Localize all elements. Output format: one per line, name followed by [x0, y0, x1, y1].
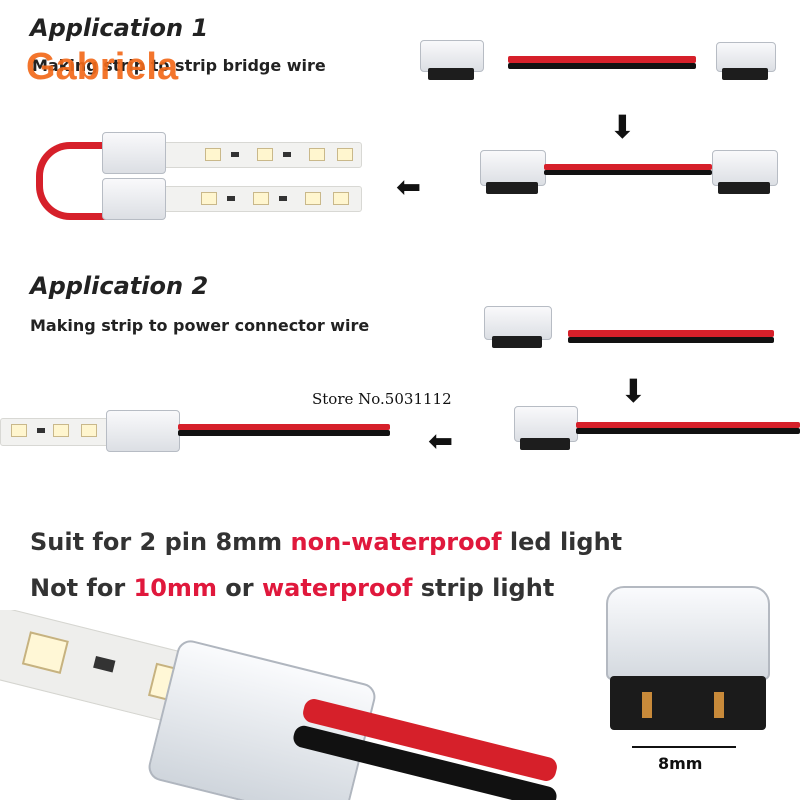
dimension-label: 8mm — [658, 754, 703, 773]
bridged-strips — [30, 128, 362, 228]
application-1-subtitle: Making strip to strip bridge wire — [32, 56, 326, 75]
watermark-logo: Gabriela — [26, 46, 179, 88]
10mm-highlight: 10mm — [133, 574, 217, 602]
arrow-down-icon: ⬇ — [620, 372, 647, 410]
waterproof-highlight: waterproof — [262, 574, 413, 602]
application-2-subtitle: Making strip to power connector wire — [30, 316, 370, 335]
notfor-suffix: strip light — [412, 574, 555, 602]
arrow-left-icon: ⬅ — [428, 424, 454, 459]
arrow-left-icon: ⬅ — [396, 170, 422, 205]
suit-for-line: Suit for 2 pin 8mm non-waterproof led li… — [30, 528, 622, 556]
application-1-title: Application 1 — [30, 14, 209, 42]
power-wire — [568, 330, 774, 346]
arrow-down-icon: ⬇ — [609, 108, 636, 146]
suit-suffix: led light — [501, 528, 623, 556]
assembled-bridge-wire — [480, 150, 778, 200]
application-2-title: Application 2 — [30, 272, 209, 300]
connector-open-right — [716, 42, 776, 82]
notfor-prefix: Not for — [30, 574, 134, 602]
closeup-strip-connector-photo — [0, 610, 560, 800]
strip-with-power-wire — [0, 406, 390, 456]
not-for-line: Not for 10mm or waterproof strip light — [30, 574, 554, 602]
suit-prefix: Suit for 2 pin 8mm — [30, 528, 291, 556]
connector-open — [484, 306, 552, 352]
assembled-power-connector — [514, 406, 800, 456]
connector-open-left — [420, 40, 484, 82]
bridge-wire — [508, 56, 696, 72]
store-number-label: Store No.5031112 — [310, 390, 454, 408]
notfor-middle: or — [216, 574, 262, 602]
connector-dimension-photo: 8mm — [598, 586, 788, 800]
non-waterproof-highlight: non-waterproof — [290, 528, 502, 556]
